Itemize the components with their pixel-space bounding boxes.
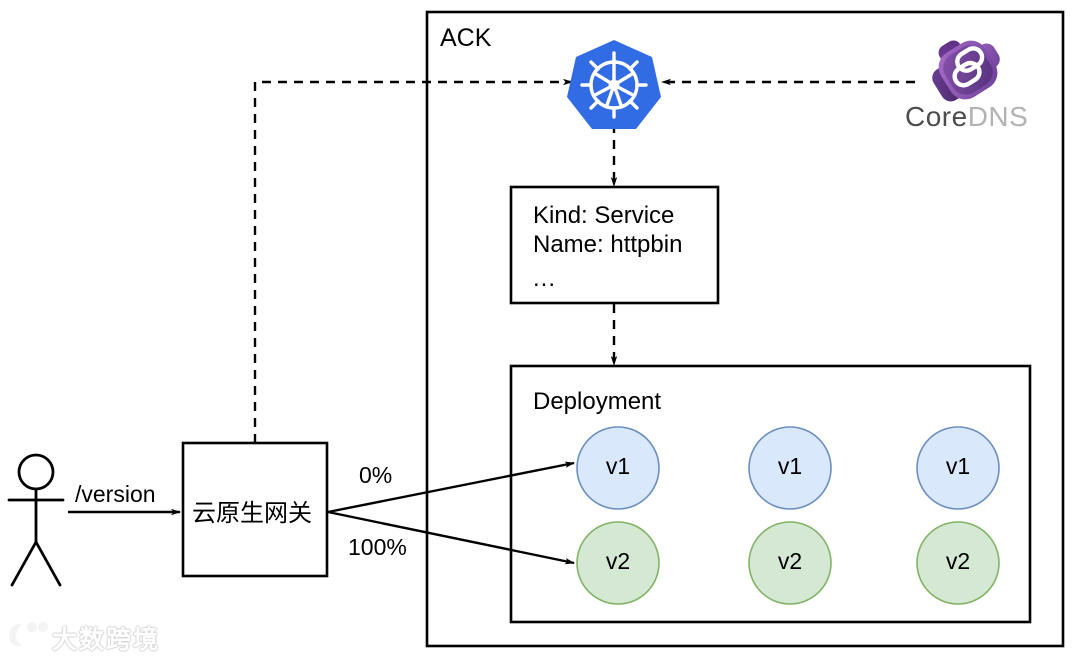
- gateway-label: 云原生网关: [192, 500, 312, 527]
- coredns-wordmark: CoreDNS: [905, 101, 1028, 133]
- gateway-to-v1-arrow: [327, 461, 575, 514]
- pod-v1-1: [576, 426, 660, 510]
- pod-label-v2-2: v2: [777, 548, 803, 574]
- gateway-to-v2-arrow: [327, 510, 575, 565]
- service-ellipsis-label: ...: [533, 265, 557, 292]
- pod-v2-3: [916, 521, 1000, 605]
- pod-v1-3: [916, 426, 1000, 510]
- coredns-wordmark-core: Core: [905, 101, 968, 132]
- deployment-label: Deployment: [533, 388, 662, 415]
- v1-traffic-percent-label: 0%: [359, 462, 393, 488]
- pod-v2-1: [576, 521, 660, 605]
- v2-traffic-percent-label: 100%: [348, 534, 407, 560]
- user-actor-icon: [7, 453, 65, 587]
- ack-cluster-label: ACK: [440, 24, 492, 52]
- watermark-text: 大数跨境: [52, 626, 161, 654]
- service-box: [509, 185, 720, 305]
- gateway-to-kubernetes-dashed-arrow: [253, 78, 573, 443]
- kubernetes-logo-icon: [567, 40, 661, 129]
- pod-label-v1-3: v1: [945, 453, 971, 479]
- request-path-label: /version: [75, 481, 156, 507]
- pod-label-v2-1: v2: [605, 548, 631, 574]
- watermark-logo-icon: [9, 622, 48, 647]
- gateway-box: [181, 441, 329, 578]
- coredns-wordmark-dns: DNS: [967, 101, 1029, 132]
- pod-label-v2-3: v2: [945, 548, 971, 574]
- service-name-label: Name: httpbin: [533, 231, 683, 258]
- pod-v2-2: [748, 521, 832, 605]
- service-kind-label: Kind: Service: [533, 202, 675, 229]
- pod-label-v1-2: v1: [777, 453, 803, 479]
- coredns-logo-icon: [932, 40, 1000, 102]
- pod-v1-2: [748, 426, 832, 510]
- pod-label-v1-1: v1: [605, 453, 631, 479]
